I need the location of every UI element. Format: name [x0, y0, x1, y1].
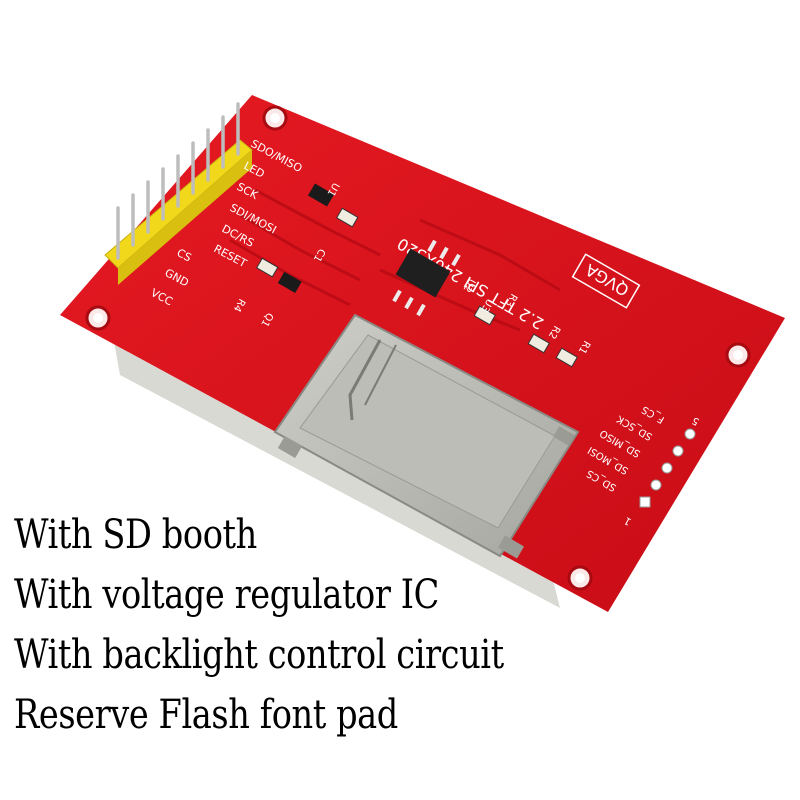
feature-list: With SD booth With voltage regulator IC … [14, 505, 614, 745]
pcb-traces [229, 188, 561, 332]
feature-sd-booth: With SD booth [14, 512, 257, 558]
svg-text:5: 5 [690, 414, 701, 427]
header-pins [116, 102, 240, 260]
pin-label-cs: CS [175, 246, 194, 264]
feature-flash-font-pad: Reserve Flash font pad [14, 692, 398, 738]
svg-text:1: 1 [622, 514, 633, 527]
feature-backlight-control: With backlight control circuit [14, 632, 504, 678]
sd-card-slot [273, 313, 580, 559]
smd-components [256, 183, 578, 368]
feature-voltage-regulator: With voltage regulator IC [14, 572, 439, 618]
sd-pads [639, 428, 696, 508]
ic-pads [392, 239, 461, 317]
